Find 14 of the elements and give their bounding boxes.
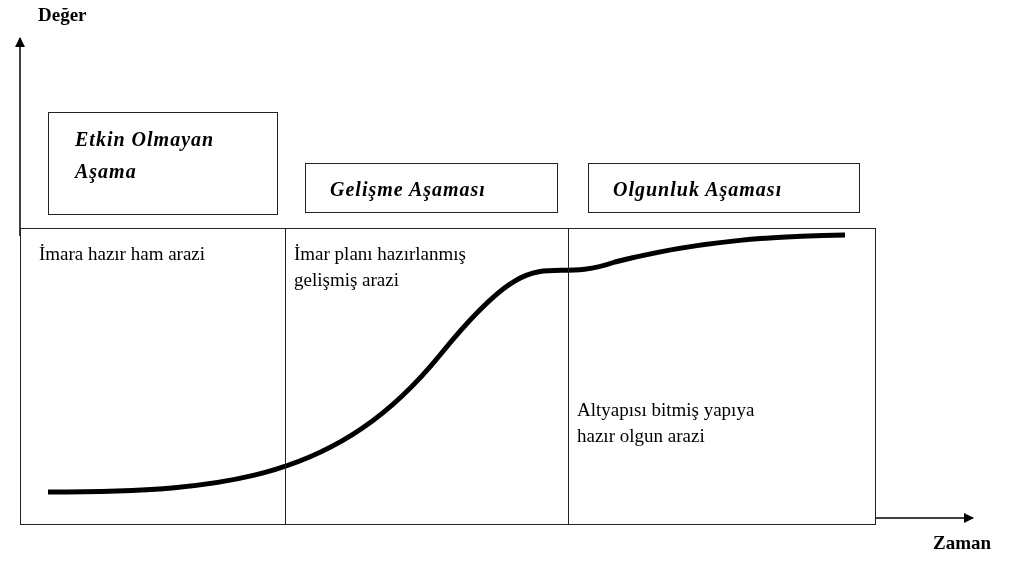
panel-cell — [568, 228, 876, 525]
panel-text: Altyapısı bitmiş yapıya hazır olgun arazi — [577, 398, 756, 448]
stage-box — [305, 163, 558, 213]
stage-title: Etkin Olmayan Aşama — [75, 127, 216, 185]
stage-box — [48, 112, 278, 215]
x-axis-title: Zaman — [933, 532, 992, 554]
panel-text: İmar planı hazırlanmış gelişmiş arazi — [294, 242, 467, 292]
stage-box — [588, 163, 860, 213]
panel-text: İmara hazır ham arazi — [37, 242, 207, 266]
y-axis-title: Değer — [38, 4, 87, 26]
stage-title: Gelişme Aşaması — [330, 177, 486, 203]
stage-title: Olgunluk Aşaması — [613, 177, 783, 203]
panel-cell — [20, 228, 286, 525]
panel-cell — [285, 228, 569, 525]
